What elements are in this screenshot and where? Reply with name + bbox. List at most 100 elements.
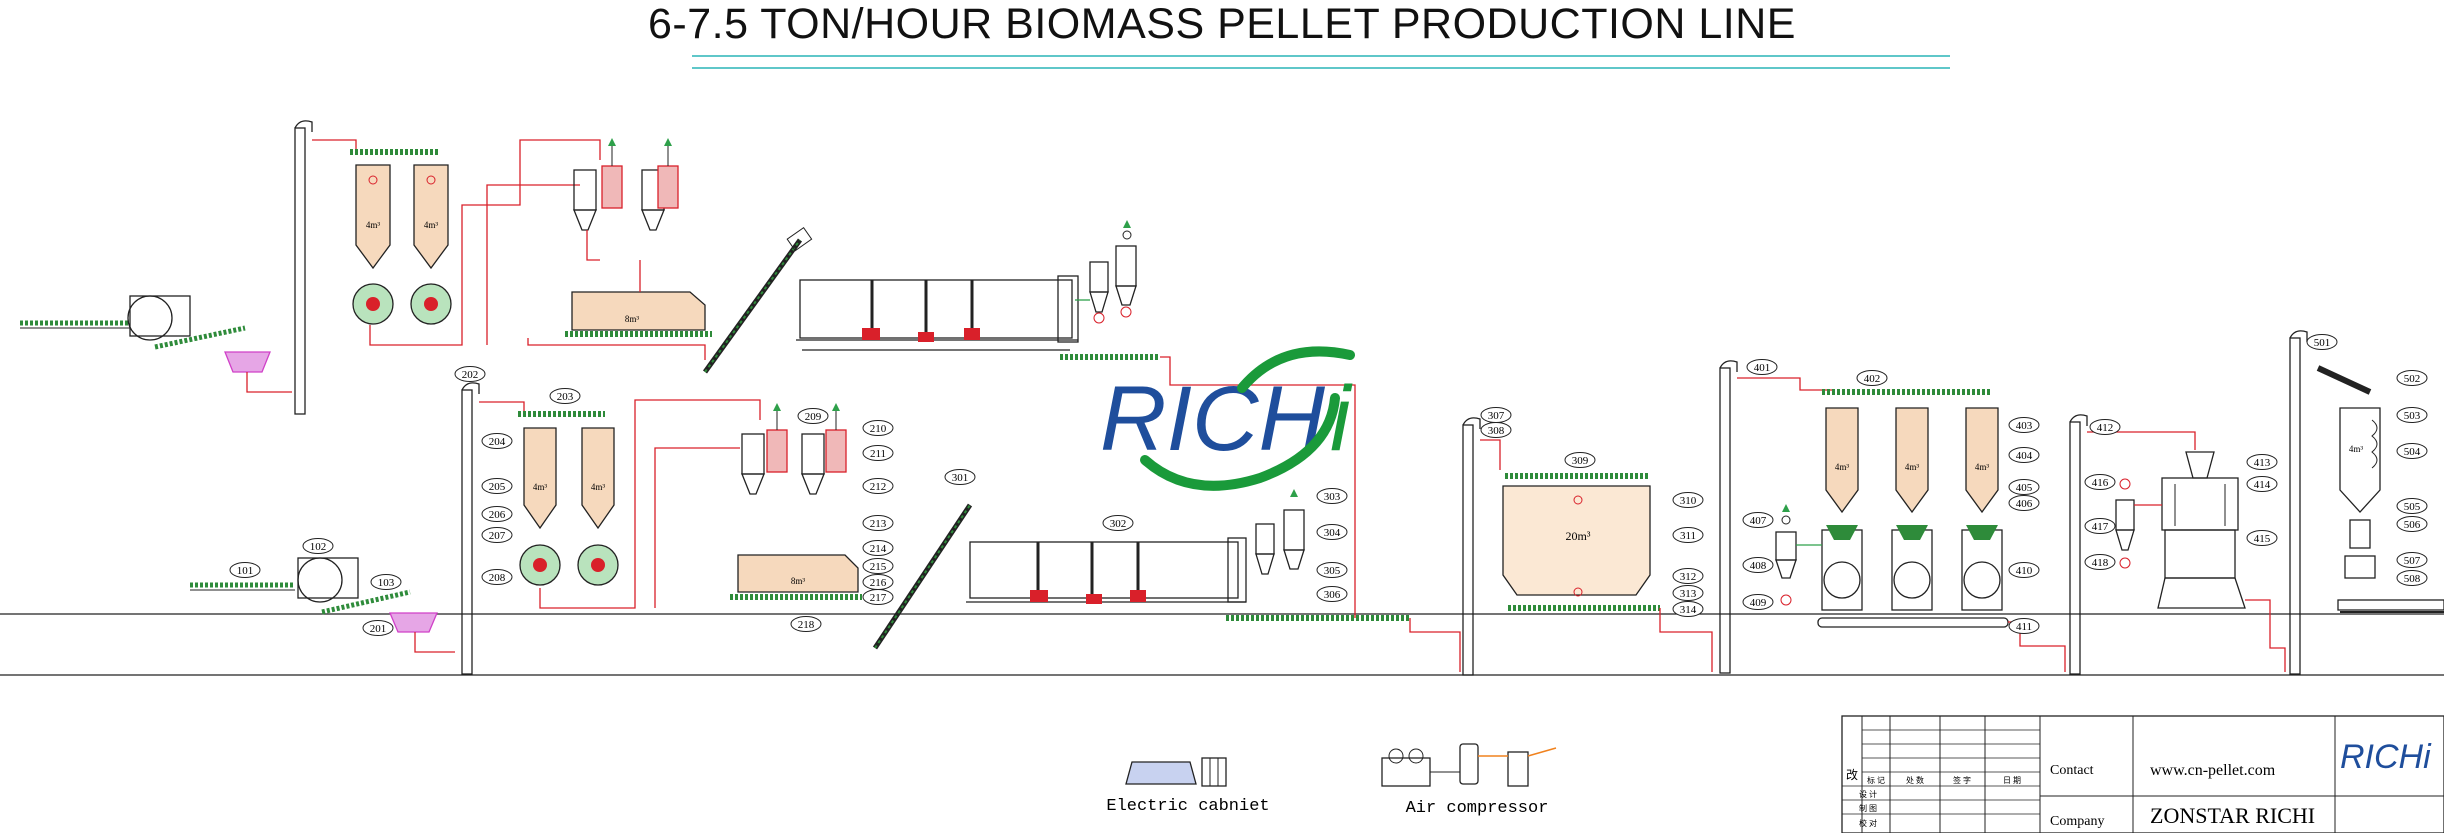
line2-raw-feeding: 4m³ 4m³ 8m³ bbox=[190, 382, 1461, 675]
callout-text: 406 bbox=[2016, 498, 2033, 510]
row-check: 校 对 bbox=[1859, 818, 1877, 828]
callout-406: 406 bbox=[2008, 495, 2040, 511]
storage-silo: 20m³ bbox=[1502, 485, 1713, 672]
callout-text: 503 bbox=[2404, 410, 2421, 422]
callout-text: 418 bbox=[2092, 557, 2109, 569]
company-label: Company bbox=[2050, 814, 2104, 829]
logo-swoosh-icon bbox=[1140, 393, 1340, 491]
callout-309: 309 bbox=[1564, 452, 1596, 468]
callout-410: 410 bbox=[2008, 562, 2040, 578]
cooler bbox=[2157, 451, 2246, 609]
callout-202: 202 bbox=[454, 366, 486, 382]
line4-pelletizing: 4m³ 4m³ 4m³ bbox=[1719, 360, 2066, 674]
callout-402: 402 bbox=[1856, 370, 1888, 386]
bucket-elevator-icon bbox=[461, 389, 473, 675]
callout-313: 313 bbox=[1672, 585, 1704, 601]
electric-cabinet-label: Electric cabniet bbox=[1106, 797, 1269, 816]
callout-text: 218 bbox=[798, 619, 815, 631]
line3-storage: 20m³ bbox=[1462, 417, 1713, 676]
packing-bin bbox=[2339, 407, 2381, 513]
callout-102: 102 bbox=[302, 538, 334, 554]
callout-101: 101 bbox=[229, 562, 261, 578]
bucket-elevator-icon bbox=[2289, 337, 2301, 675]
callout-407: 407 bbox=[1742, 512, 1774, 528]
callout-413: 413 bbox=[2246, 454, 2278, 470]
callout-text: 207 bbox=[489, 530, 506, 542]
callout-text: 506 bbox=[2404, 519, 2421, 531]
feed-hopper-icon bbox=[224, 351, 271, 373]
callout-text: 210 bbox=[870, 423, 887, 435]
title-block: 改 标 记 处 数 签 字 日 期 设 计 制 图 校 对 Contact ww… bbox=[1841, 715, 2444, 833]
callout-text: 304 bbox=[1324, 527, 1341, 539]
svg-text:4m³: 4m³ bbox=[591, 482, 606, 492]
callout-text: 405 bbox=[2016, 482, 2033, 494]
revision-mark: 改 bbox=[1846, 768, 1858, 782]
svg-text:4m³: 4m³ bbox=[2349, 444, 2364, 454]
callout-505: 505 bbox=[2396, 498, 2428, 514]
air-compressor-label: Air compressor bbox=[1406, 799, 1549, 818]
callout-text: 308 bbox=[1488, 425, 1505, 437]
callout-418: 418 bbox=[2084, 554, 2116, 570]
callout-text: 504 bbox=[2404, 446, 2421, 458]
callout-409: 409 bbox=[1742, 594, 1774, 610]
buffer-bin-2: 4m³ bbox=[410, 164, 452, 325]
title-block-logo: RICHi bbox=[2340, 738, 2432, 776]
callout-207: 207 bbox=[481, 527, 513, 543]
callout-504: 504 bbox=[2396, 443, 2428, 459]
inclined-conveyor-icon bbox=[154, 325, 246, 350]
header-cell-date: 日 期 bbox=[2003, 776, 2021, 785]
line5-packing: 4m³ bbox=[2289, 330, 2444, 675]
callout-text: 201 bbox=[370, 623, 387, 635]
header-cell-count: 处 数 bbox=[1906, 775, 1924, 785]
callout-508: 508 bbox=[2396, 570, 2428, 586]
website-text: www.cn-pellet.com bbox=[2150, 762, 2276, 779]
callout-209: 209 bbox=[797, 408, 829, 424]
vibrating-screen-icon bbox=[2316, 365, 2372, 395]
callout-text: 414 bbox=[2254, 479, 2271, 491]
callout-text: 410 bbox=[2016, 565, 2033, 577]
callout-201: 201 bbox=[362, 620, 394, 636]
crusher-icon bbox=[127, 295, 173, 341]
callout-text: 314 bbox=[1680, 604, 1697, 616]
callout-308: 308 bbox=[1480, 422, 1512, 438]
dryer-cyclone-1 bbox=[1060, 220, 1356, 612]
callout-216: 216 bbox=[862, 574, 894, 590]
dryer-buffer-bin-2: 8m³ bbox=[730, 554, 862, 600]
callout-text: 303 bbox=[1324, 491, 1341, 503]
callout-206: 206 bbox=[481, 506, 513, 522]
header-cell-mark: 标 记 bbox=[1867, 775, 1885, 785]
callout-text: 215 bbox=[870, 561, 887, 573]
svg-text:4m³: 4m³ bbox=[1905, 462, 1920, 472]
callout-502: 502 bbox=[2396, 370, 2428, 386]
air-compressor-icon bbox=[1381, 757, 1431, 787]
rotary-dryer-1 bbox=[796, 275, 1079, 351]
callout-text: 311 bbox=[1680, 530, 1696, 542]
mill-cyclone bbox=[1775, 504, 1822, 606]
row-design: 设 计 bbox=[1859, 789, 1877, 799]
callout-211: 211 bbox=[862, 445, 894, 461]
svg-text:8m³: 8m³ bbox=[791, 576, 806, 586]
callout-text: 309 bbox=[1572, 455, 1589, 467]
callout-text: 310 bbox=[1680, 495, 1697, 507]
callout-103: 103 bbox=[370, 574, 402, 590]
callout-506: 506 bbox=[2396, 516, 2428, 532]
callout-307: 307 bbox=[1480, 407, 1512, 423]
line1-raw-feeding: 4m³ 4m³ 8m³ bbox=[20, 120, 1356, 612]
callout-417: 417 bbox=[2084, 518, 2116, 534]
callout-501: 501 bbox=[2306, 334, 2338, 350]
callout-text: 403 bbox=[2016, 420, 2033, 432]
callout-text: 417 bbox=[2092, 521, 2109, 533]
callout-404: 404 bbox=[2008, 447, 2040, 463]
svg-text:20m³: 20m³ bbox=[1566, 529, 1591, 543]
callout-labels: 1011021032012022032042052062072082092102… bbox=[229, 334, 2428, 636]
cyclone-group-2 bbox=[741, 403, 847, 495]
callout-204: 204 bbox=[481, 433, 513, 449]
dryer-buffer-bin-1: 8m³ bbox=[527, 260, 712, 360]
callout-text: 217 bbox=[870, 592, 887, 604]
callout-306: 306 bbox=[1316, 586, 1348, 602]
line4-cooling bbox=[2069, 414, 2286, 675]
callout-text: 101 bbox=[237, 565, 254, 577]
callout-314: 314 bbox=[1672, 601, 1704, 617]
svg-text:4m³: 4m³ bbox=[366, 220, 381, 230]
callout-text: 302 bbox=[1110, 518, 1127, 530]
